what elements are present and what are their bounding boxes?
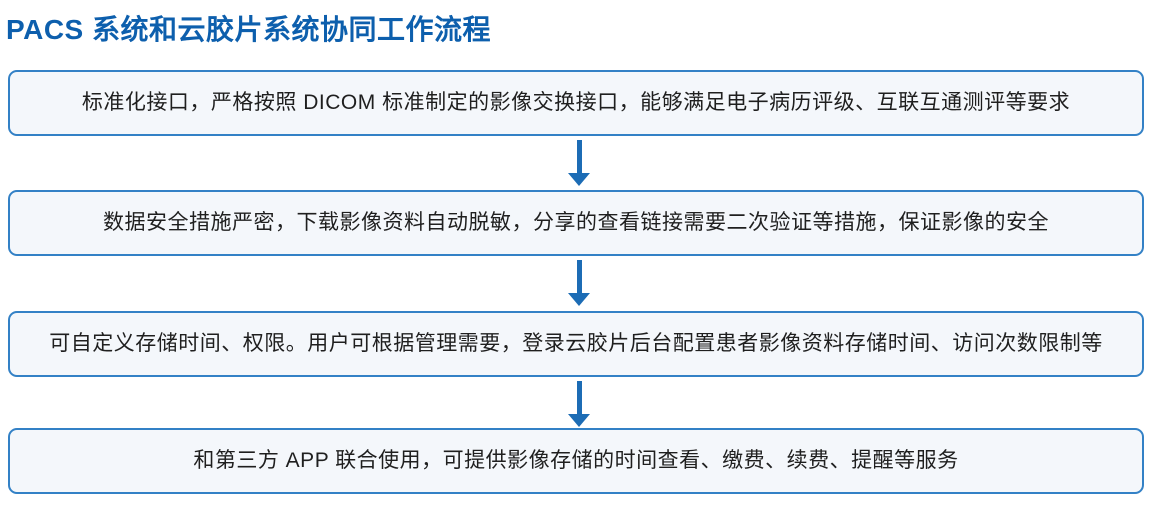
flow-step-2-text: 数据安全措施严密，下载影像资料自动脱敏，分享的查看链接需要二次验证等措施，保证影… (103, 211, 1049, 235)
arrow-stem (576, 260, 582, 293)
flow-step-1-text: 标准化接口，严格按照 DICOM 标准制定的影像交换接口，能够满足电子病历评级、… (81, 91, 1071, 115)
down-arrow-icon (566, 260, 592, 306)
flow-step-2: 数据安全措施严密，下载影像资料自动脱敏，分享的查看链接需要二次验证等措施，保证影… (8, 190, 1144, 256)
flow-step-3-text: 可自定义存储时间、权限。用户可根据管理需要，登录云胶片后台配置患者影像资料存储时… (49, 332, 1103, 356)
arrow-head (568, 293, 590, 306)
flow-step-4: 和第三方 APP 联合使用，可提供影像存储的时间查看、缴费、续费、提醒等服务 (8, 428, 1144, 494)
page-title: PACS 系统和云胶片系统协同工作流程 (6, 14, 491, 45)
arrow-head (568, 414, 590, 427)
flow-step-3: 可自定义存储时间、权限。用户可根据管理需要，登录云胶片后台配置患者影像资料存储时… (8, 311, 1144, 377)
down-arrow-icon (566, 140, 592, 186)
flow-step-4-text: 和第三方 APP 联合使用，可提供影像存储的时间查看、缴费、续费、提醒等服务 (193, 449, 959, 473)
flow-step-1: 标准化接口，严格按照 DICOM 标准制定的影像交换接口，能够满足电子病历评级、… (8, 70, 1144, 136)
down-arrow-icon (566, 381, 592, 427)
arrow-stem (576, 140, 582, 173)
arrow-stem (576, 381, 582, 414)
arrow-head (568, 173, 590, 186)
